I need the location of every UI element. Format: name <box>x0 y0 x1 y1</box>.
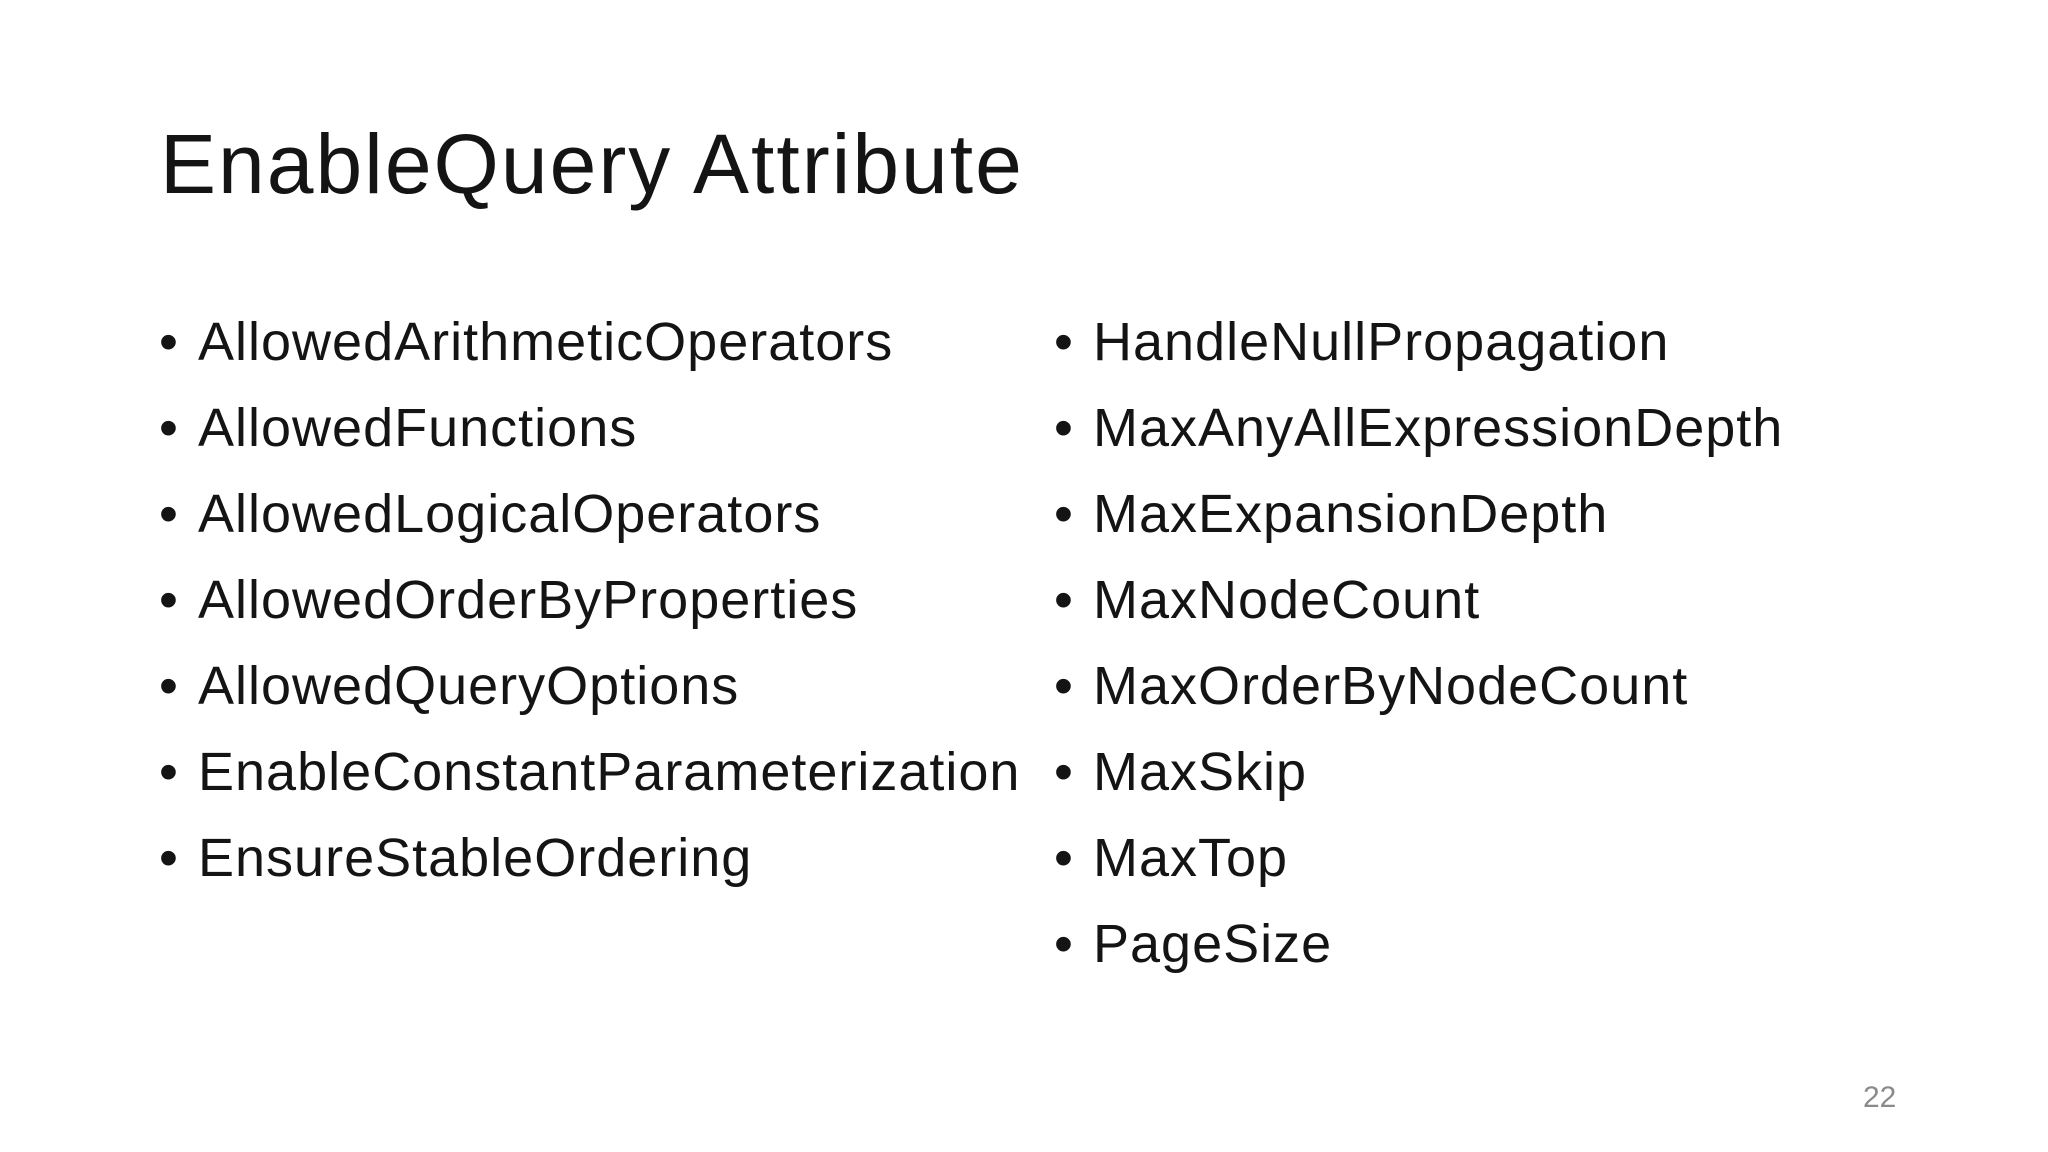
list-item-label: EnableConstantParameterization <box>198 742 1021 802</box>
list-item: • AllowedFunctions <box>159 385 1020 471</box>
list-item: • MaxExpansionDepth <box>1054 471 1783 557</box>
bullet-icon: • <box>1054 570 1073 630</box>
bullet-icon: • <box>1054 484 1073 544</box>
bullet-icon: • <box>1054 914 1073 974</box>
slide-title: EnableQuery Attribute <box>160 117 1024 211</box>
list-item-label: AllowedFunctions <box>198 398 638 458</box>
bullet-icon: • <box>159 398 178 458</box>
bullet-icon: • <box>1054 828 1073 888</box>
list-item: • MaxSkip <box>1054 729 1783 815</box>
bullet-icon: • <box>1054 312 1073 372</box>
list-item: • AllowedQueryOptions <box>159 643 1020 729</box>
list-item: • MaxNodeCount <box>1054 557 1783 643</box>
list-item-label: MaxOrderByNodeCount <box>1093 656 1689 716</box>
list-item-label: AllowedArithmeticOperators <box>198 312 894 372</box>
list-item-label: HandleNullPropagation <box>1093 312 1670 372</box>
list-item: • MaxAnyAllExpressionDepth <box>1054 385 1783 471</box>
list-item-label: MaxExpansionDepth <box>1093 484 1609 544</box>
bullet-icon: • <box>159 484 178 544</box>
list-item-label: MaxTop <box>1093 828 1289 888</box>
list-item-label: AllowedLogicalOperators <box>198 484 822 544</box>
list-item: • EnableConstantParameterization <box>159 729 1020 815</box>
bullet-icon: • <box>159 570 178 630</box>
bullet-icon: • <box>159 312 178 372</box>
list-item: • PageSize <box>1054 901 1783 987</box>
bullet-icon: • <box>1054 742 1073 802</box>
list-item: • MaxTop <box>1054 815 1783 901</box>
list-item: • MaxOrderByNodeCount <box>1054 643 1783 729</box>
page-number: 22 <box>1863 1081 1897 1114</box>
list-item: • AllowedOrderByProperties <box>159 557 1020 643</box>
list-item-label: EnsureStableOrdering <box>198 828 753 888</box>
list-item-label: AllowedOrderByProperties <box>198 570 859 630</box>
bullet-list-right: • HandleNullPropagation • MaxAnyAllExpress… <box>1054 299 1783 987</box>
bullet-icon: • <box>1054 398 1073 458</box>
list-item-label: PageSize <box>1093 914 1333 974</box>
list-item-label: MaxNodeCount <box>1093 570 1481 630</box>
list-item: • HandleNullPropagation <box>1054 299 1783 385</box>
list-item-label: AllowedQueryOptions <box>198 656 740 716</box>
bullet-icon: • <box>159 656 178 716</box>
bullet-icon: • <box>159 742 178 802</box>
bullet-list-left: • AllowedArithmeticOperators • AllowedFunc… <box>159 299 1020 901</box>
bullet-icon: • <box>1054 656 1073 716</box>
list-item-label: MaxAnyAllExpressionDepth <box>1093 398 1784 458</box>
list-item-label: MaxSkip <box>1093 742 1308 802</box>
bullet-icon: • <box>159 828 178 888</box>
list-item: • AllowedLogicalOperators <box>159 471 1020 557</box>
list-item: • EnsureStableOrdering <box>159 815 1020 901</box>
list-item: • AllowedArithmeticOperators <box>159 299 1020 385</box>
